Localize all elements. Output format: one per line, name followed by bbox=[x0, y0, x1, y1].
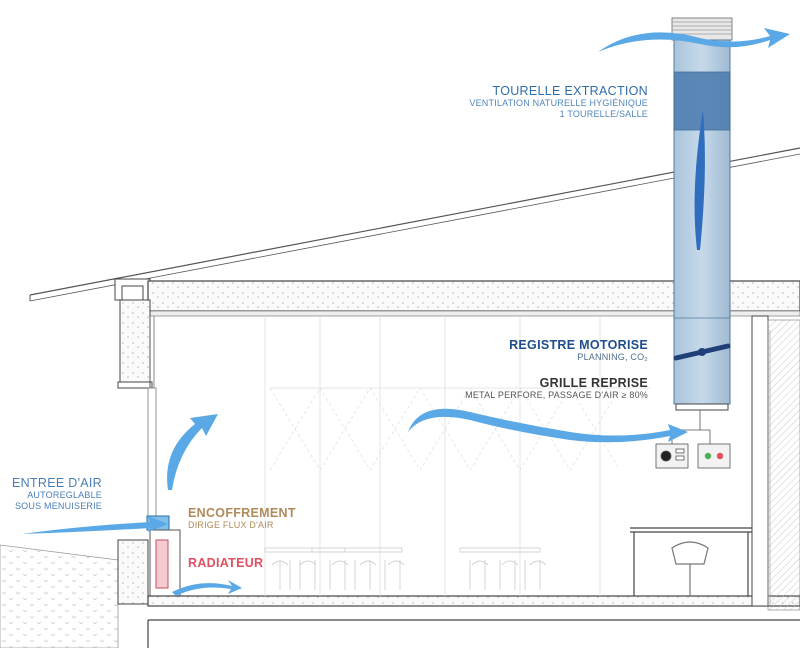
encoffrement-title: ENCOFFREMENT bbox=[188, 506, 296, 520]
roof-parapet bbox=[114, 278, 151, 301]
label-tourelle: TOURELLE EXTRACTION VENTILATION NATURELL… bbox=[469, 84, 648, 119]
interior-background bbox=[264, 316, 650, 596]
tourelle-line2: 1 TOURELLE/SALLE bbox=[559, 108, 648, 119]
entree-line1: AUTOREGLABLE bbox=[27, 490, 102, 501]
co2-controller-icon bbox=[655, 410, 731, 469]
pitched-roof bbox=[29, 147, 800, 302]
radiator bbox=[155, 539, 169, 589]
label-radiateur: RADIATEUR bbox=[188, 556, 263, 570]
registre-title: REGISTRE MOTORISE bbox=[509, 338, 648, 352]
entree-line2: SOUS MENUISERIE bbox=[14, 500, 102, 511]
grille-line1: METAL PERFORE, PASSAGE D'AIR ≥ 80% bbox=[465, 390, 648, 401]
left-wall bbox=[117, 299, 155, 605]
entree-title: ENTREE D'AIR bbox=[11, 476, 102, 490]
label-registre: REGISTRE MOTORISE PLANNING, CO₂ bbox=[509, 338, 648, 363]
registre-line1: PLANNING, CO₂ bbox=[577, 352, 648, 363]
return-grille bbox=[675, 403, 729, 411]
radiateur-title: RADIATEUR bbox=[188, 556, 264, 570]
grille-title: GRILLE REPRISE bbox=[539, 376, 648, 390]
ground-soil bbox=[0, 544, 119, 648]
label-entree: ENTREE D'AIR AUTOREGLABLE SOUS MENUISERI… bbox=[12, 476, 102, 511]
furniture-outlines bbox=[264, 547, 547, 590]
window-frame bbox=[147, 387, 157, 523]
right-wall bbox=[751, 315, 800, 611]
tourelle-line1: VENTILATION NATURELLE HYGIÉNIQUE bbox=[469, 98, 648, 109]
air-flow-arrow-icon bbox=[22, 28, 790, 596]
table-with-chair bbox=[630, 527, 752, 596]
motorized-damper-icon bbox=[673, 343, 731, 361]
floor-slab bbox=[147, 595, 800, 607]
label-grille: GRILLE REPRISE METAL PERFORE, PASSAGE D'… bbox=[465, 376, 648, 401]
tourelle-title: TOURELLE EXTRACTION bbox=[492, 84, 648, 98]
encoffrement-line1: DIRIGE FLUX D'AIR bbox=[188, 520, 274, 531]
label-encoffrement: ENCOFFREMENT DIRIGE FLUX D'AIR bbox=[188, 506, 296, 531]
